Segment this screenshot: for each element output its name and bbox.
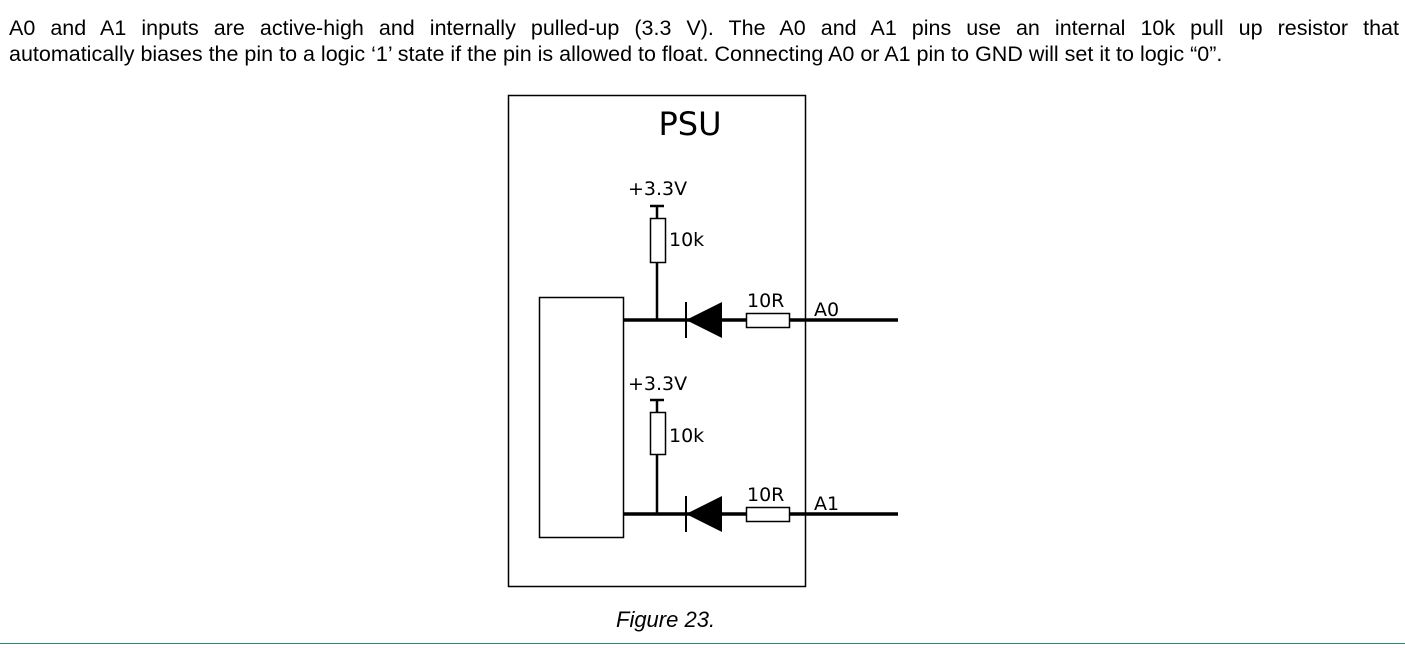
pullup-resistor-a0	[649, 217, 667, 264]
body-paragraph: A0 and A1 inputs are active-high and int…	[9, 15, 1399, 67]
channel-a0: +3.3V 10k 10R A0	[624, 178, 898, 338]
diode-a1	[686, 496, 722, 532]
logic-block	[538, 296, 625, 539]
page-divider	[0, 643, 1405, 644]
pin-label-a0: A0	[814, 299, 839, 321]
supply-label-a1: +3.3V	[628, 373, 687, 395]
paragraph-line-2: automatically biases the pin to a logic …	[9, 42, 1223, 66]
supply-label-a0: +3.3V	[628, 178, 687, 200]
pin-label-a1: A1	[814, 493, 839, 515]
diode-a0	[686, 302, 722, 338]
series-resistor-a0	[745, 312, 791, 329]
series-label-a1: 10R	[747, 484, 784, 506]
pullup-label-a0: 10k	[669, 229, 704, 251]
series-resistor-a1	[745, 506, 791, 523]
pullup-label-a1: 10k	[669, 425, 704, 447]
figure-caption: Figure 23.	[616, 607, 716, 632]
channel-a1: +3.3V 10k 10R A1	[624, 373, 898, 532]
series-label-a0: 10R	[747, 290, 784, 312]
paragraph-line-1: A0 and A1 inputs are active-high and int…	[9, 16, 1399, 40]
psu-enclosure	[507, 94, 807, 588]
pullup-resistor-a1	[649, 411, 667, 456]
psu-title: PSU	[658, 105, 721, 143]
